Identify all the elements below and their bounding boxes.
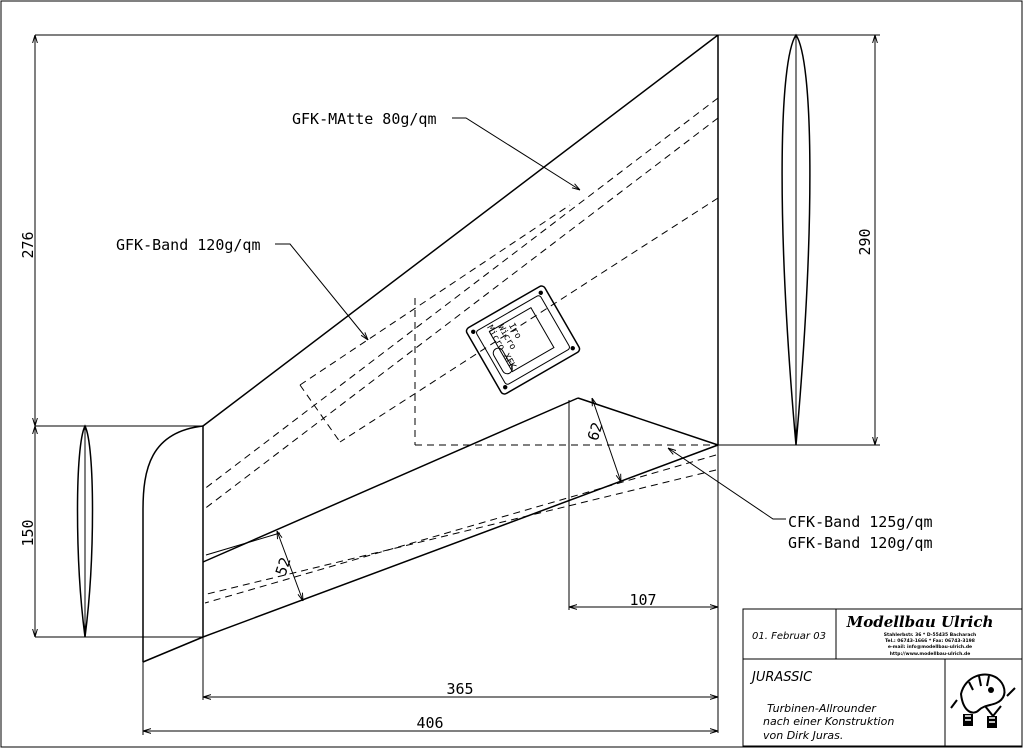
- title-block-address: Stahlerbstr. 36 * D-55435 Bacharach: [884, 632, 977, 638]
- callout-gfk-band-upper: GFK-Band 120g/qm: [116, 236, 368, 340]
- servo-cover: [465, 285, 581, 395]
- callout-gfk-matte: GFK-MAtte 80g/qm: [292, 110, 580, 190]
- dim-406-label: 406: [416, 714, 443, 732]
- title-block: 01. Februar 03 Modellbau Ulrich Stahlerb…: [742, 608, 1023, 747]
- title-block-date: 01. Februar 03: [752, 631, 826, 642]
- title-block-email: e-mail: info@modellbau-ulrich.de: [888, 644, 972, 650]
- dinosaur-logo-icon: [950, 673, 1016, 728]
- dim-62: 62: [584, 398, 621, 482]
- dim-406: 406: [142, 662, 718, 735]
- dim-107-label: 107: [629, 591, 656, 609]
- dim-290: 290: [718, 34, 880, 446]
- title-block-desc3: von Dirk Juras.: [763, 729, 843, 742]
- callout-gfk-matte-label: GFK-MAtte 80g/qm: [292, 110, 437, 128]
- dim-290-label: 290: [856, 228, 874, 255]
- dim-365-label: 365: [446, 680, 473, 698]
- dim-150: 150: [19, 426, 203, 638]
- callout-gfk-band-lower-label: GFK-Band 120g/qm: [788, 534, 933, 552]
- dim-150-label: 150: [19, 519, 37, 546]
- dim-52: 52: [272, 531, 303, 601]
- reinforcement-bands: [202, 97, 719, 604]
- title-block-web: http://www.modellbau-ulrich.de: [890, 651, 971, 657]
- title-block-desc2: nach einer Konstruktion: [763, 715, 894, 728]
- callout-cfk-band-label: CFK-Band 125g/qm: [788, 513, 933, 531]
- title-block-company: Modellbau Ulrich: [846, 613, 994, 631]
- title-block-phone: Tel.: 06743-1666 * Fax: 06743-3198: [885, 638, 975, 644]
- dim-62-label: 62: [584, 420, 607, 443]
- aileron-lines: [202, 397, 719, 563]
- dim-276: 276: [19, 34, 718, 427]
- dim-107: 107: [568, 400, 718, 610]
- dim-52-label: 52: [272, 555, 295, 578]
- callout-gfk-band-upper-label: GFK-Band 120g/qm: [116, 236, 261, 254]
- dim-365: 365: [202, 445, 719, 733]
- callout-cfk-band: CFK-Band 125g/qm GFK-Band 120g/qm: [668, 448, 933, 552]
- dim-276-label: 276: [19, 231, 37, 258]
- wing-outline: [142, 34, 719, 663]
- title-block-model: JURASSIC: [749, 670, 813, 685]
- title-block-desc1: Turbinen-Allrounder: [767, 702, 877, 715]
